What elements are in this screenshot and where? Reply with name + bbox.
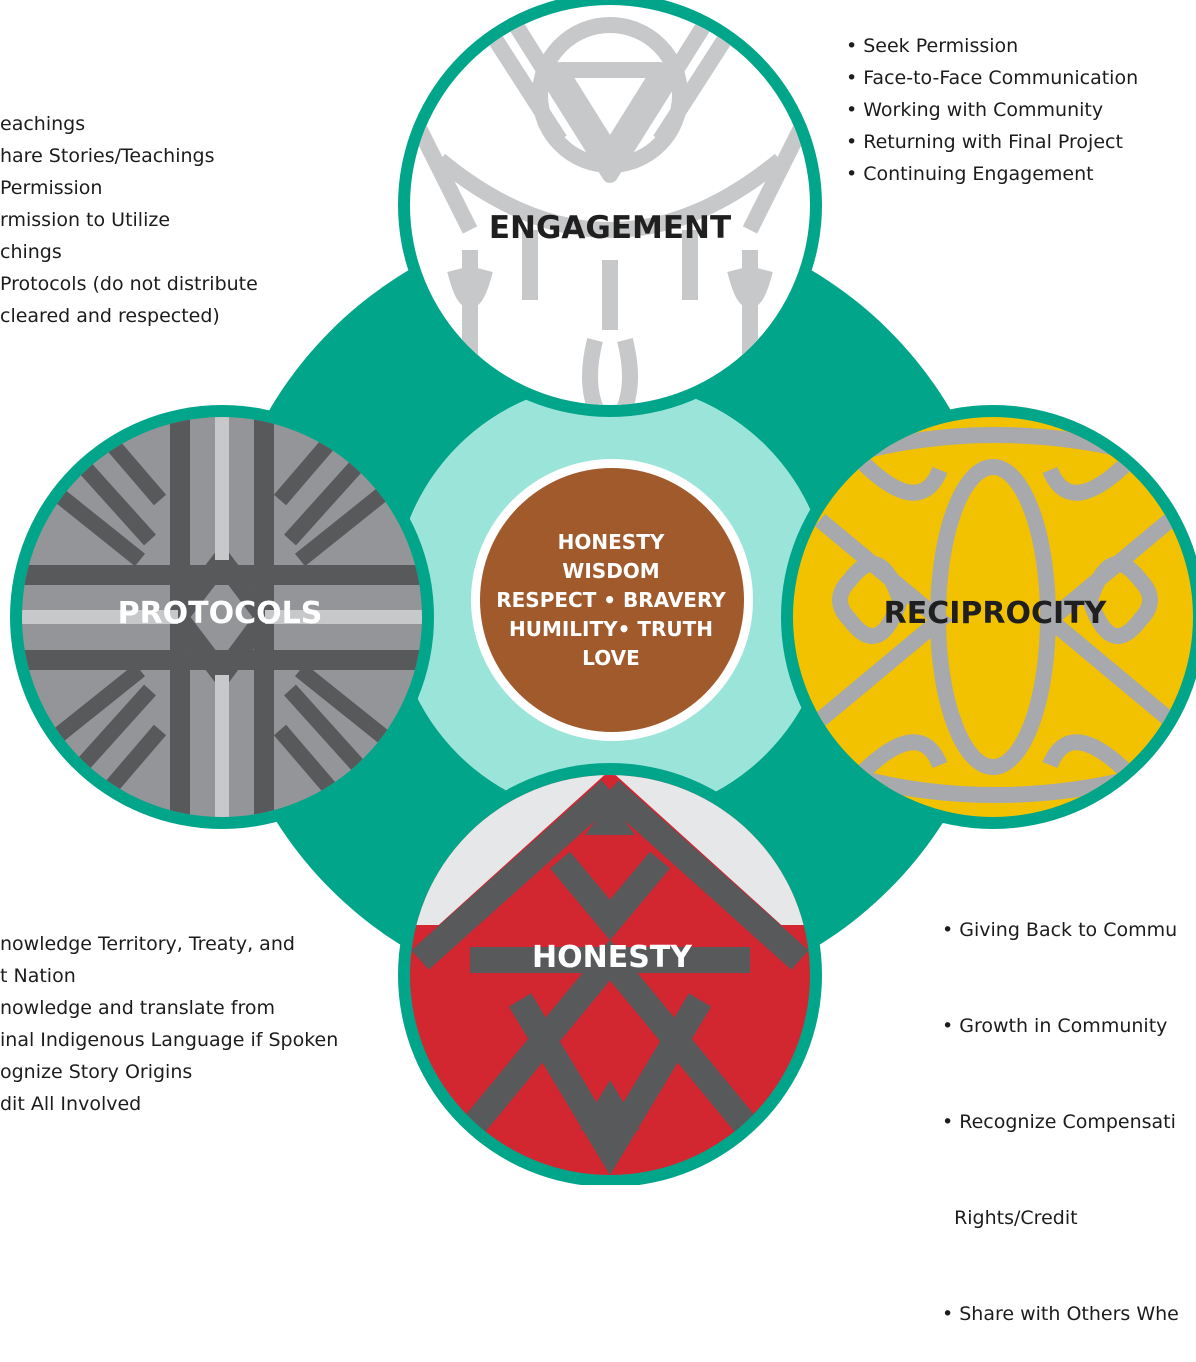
reciprocity-title: RECIPROCITY (883, 596, 1107, 631)
protocols-title: PROTOCOLS (117, 596, 323, 631)
list-item: • Giving Back to Commu (942, 919, 1178, 941)
list-item: • Face-to-Face Communication (846, 67, 1139, 89)
woven-pattern-icon (22, 417, 422, 817)
honesty-list: nowledge Territory, Treaty, and t Nation… (0, 928, 338, 1120)
values-diagram (10, 0, 1196, 1185)
list-item: • Continuing Engagement (846, 163, 1094, 185)
list-item: dit All Involved (0, 1093, 142, 1115)
list-item: chings (0, 241, 62, 263)
list-item: nowledge and translate from (0, 997, 275, 1019)
core-value-line: HONESTY (557, 530, 665, 554)
list-item: • Recognize Compensati (942, 1111, 1176, 1133)
reciprocity-list: • Giving Back to Commu • Growth in Commu… (942, 850, 1179, 1362)
core-value-line: HUMILITY• TRUTH (508, 617, 714, 641)
triangle-pattern-icon (410, 775, 810, 1175)
list-item: ognize Story Origins (0, 1061, 193, 1083)
list-item: cleared and respected) (0, 305, 220, 327)
list-item: • Returning with Final Project (846, 131, 1123, 153)
core-fill (480, 468, 744, 732)
core-value-line: RESPECT • BRAVERY (496, 588, 726, 612)
list-item: rmission to Utilize (0, 209, 171, 231)
list-item: hare Stories/Teachings (0, 145, 215, 167)
core-value-line: WISDOM (562, 559, 660, 583)
engagement-title: ENGAGEMENT (488, 210, 732, 246)
list-item: Protocols (do not distribute (0, 273, 258, 295)
protocols-circle (10, 405, 434, 829)
list-item: inal Indigenous Language if Spoken (0, 1029, 339, 1051)
core-values: HONESTY WISDOM RESPECT • BRAVERY HUMILIT… (470, 528, 752, 673)
honesty-title: HONESTY (531, 940, 692, 975)
list-item: Permission (0, 177, 103, 199)
honesty-circle (398, 763, 822, 1185)
list-item: • Working with Community (846, 99, 1104, 121)
list-item: eachings (0, 113, 86, 135)
list-item: t Nation (0, 965, 76, 987)
core-value-line: LOVE (582, 646, 640, 670)
list-item: • Growth in Community (942, 1015, 1168, 1037)
protocols-list: eachings hare Stories/Teachings Permissi… (0, 108, 258, 332)
list-item: • Share with Others Whe (942, 1303, 1179, 1325)
list-item: • Seek Permission (846, 35, 1019, 57)
list-item: nowledge Territory, Treaty, and (0, 933, 295, 955)
engagement-circle (398, 0, 822, 417)
dreamcatcher-icon (412, 5, 808, 405)
engagement-list: • Seek Permission • Face-to-Face Communi… (846, 30, 1138, 190)
list-item: Rights/Credit (942, 1207, 1078, 1229)
